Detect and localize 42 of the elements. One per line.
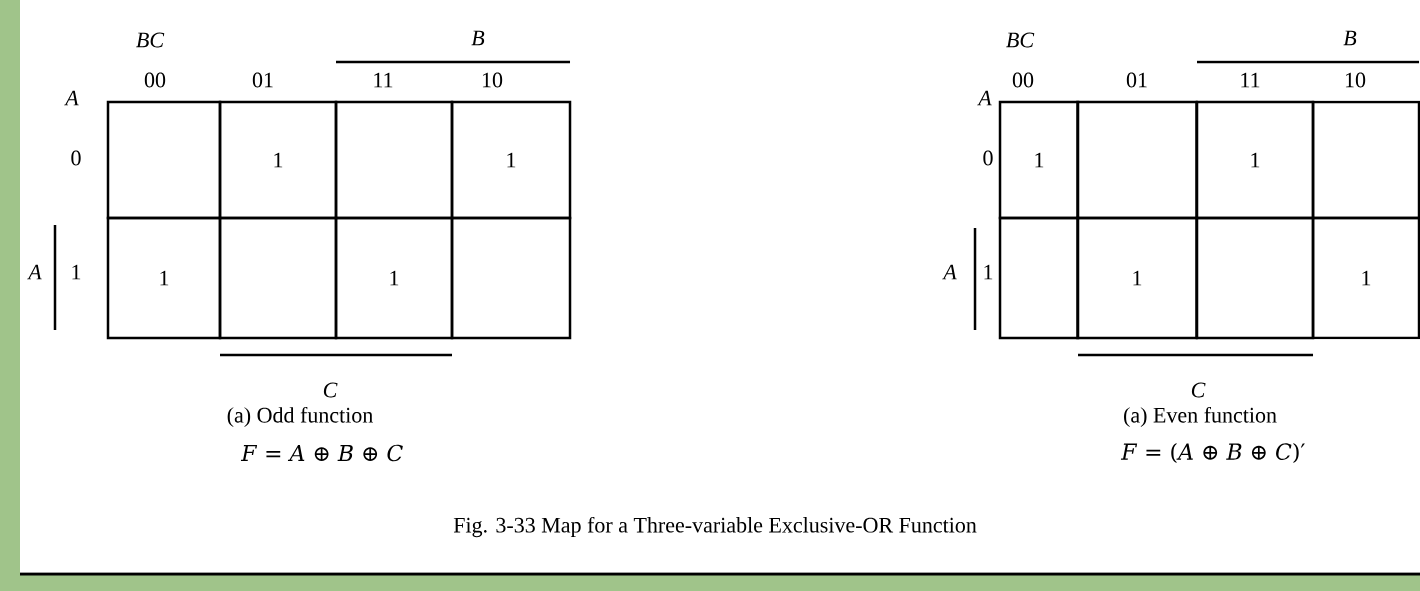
map-caption: (a) Odd function	[227, 406, 373, 428]
map-cell	[450, 216, 572, 340]
column-header: 10	[1345, 72, 1366, 88]
map-caption: (a) Even function	[1124, 406, 1277, 428]
column-header: 01	[1126, 72, 1147, 88]
formula: F = (A ⊕ B ⊕ C)′	[1120, 442, 1305, 464]
row-header: 1	[984, 264, 993, 280]
map-cell: 1	[1195, 100, 1315, 220]
variable-label: BC	[136, 32, 165, 48]
formula: F = A ⊕ B ⊕ C	[240, 444, 403, 462]
map-cell	[106, 100, 222, 220]
map-cell	[1311, 100, 1420, 220]
variable-label: A	[64, 90, 79, 106]
map-cell: 1	[998, 100, 1080, 220]
row-header: 0	[71, 150, 81, 166]
column-header: 11	[374, 72, 393, 88]
variable-label: C	[1191, 382, 1206, 398]
variable-label: B	[471, 30, 485, 46]
row-header: 0	[983, 150, 993, 166]
variable-label: C	[323, 382, 338, 398]
column-header: 00	[144, 72, 166, 88]
column-header: 01	[252, 72, 273, 88]
map-cell	[334, 100, 454, 220]
column-header: 11	[1241, 72, 1260, 88]
map-cell: 1	[218, 100, 338, 220]
column-header: 00	[1012, 72, 1034, 88]
map-cell: 1	[106, 216, 222, 340]
variable-label: A	[942, 264, 957, 280]
map-cell	[218, 216, 338, 340]
map-cell: 1	[450, 100, 572, 220]
variable-label: BC	[1006, 32, 1035, 48]
variable-label: B	[1343, 30, 1357, 46]
row-header: 1	[72, 264, 81, 280]
map-cell: 1	[334, 216, 454, 340]
map-cell: 1	[1311, 216, 1420, 340]
column-header: 10	[482, 72, 503, 88]
figure-caption: Fig. 3-33 Map for a Three-variable Exclusive-OR Function	[453, 516, 977, 538]
map-cell: 1	[1076, 216, 1198, 340]
map-cell	[1195, 216, 1315, 340]
map-cell	[1076, 100, 1198, 220]
variable-label: A	[27, 264, 42, 280]
variable-label: A	[977, 90, 992, 106]
